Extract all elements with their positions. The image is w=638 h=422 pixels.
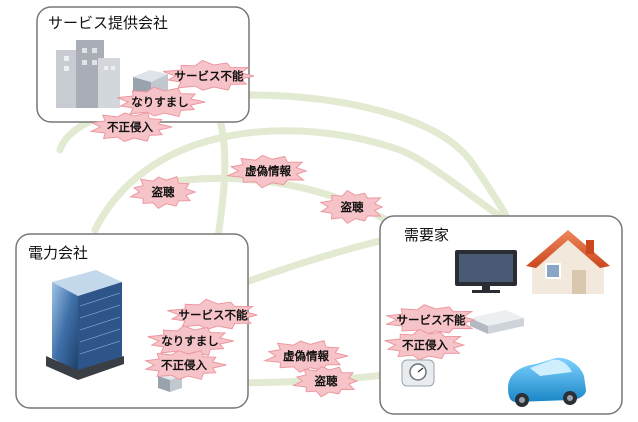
smart-meter-icon: [401, 359, 435, 387]
electric-car-icon: [508, 357, 586, 407]
burst-shape: [319, 189, 384, 224]
city-buildings-icon: [56, 40, 120, 108]
threat-label: 不正侵入: [402, 338, 448, 352]
threat-false-information: 虚偽情報: [225, 154, 308, 189]
threat-label: 不正侵入: [107, 120, 153, 134]
threat-label: 不正侵入: [161, 358, 207, 372]
burst-shape: [384, 328, 466, 361]
threat-eavesdrop: 盗聴: [319, 189, 384, 224]
consumer-title: 需要家: [404, 226, 449, 244]
television-icon: [455, 250, 517, 293]
burst-shape: [167, 298, 258, 330]
burst-shape: [225, 154, 308, 189]
threat-service-outage: サービス不能: [384, 304, 476, 337]
burst-shape: [144, 350, 227, 380]
burst-shape: [147, 325, 234, 356]
threat-eavesdrop: 盗聴: [291, 366, 359, 398]
threat-label: サービス不能: [179, 308, 248, 322]
threat-label: サービス不能: [397, 313, 466, 327]
set-top-box-icon: [470, 310, 524, 334]
threat-bursts: サービス不能 なりすまし 不正侵入 盗聴 虚偽情報 盗聴 サービス不能 なりすま…: [89, 59, 476, 398]
threat-label: サービス不能: [175, 69, 244, 83]
consumer-box: 需要家: [379, 215, 623, 415]
threat-label: なりすまし: [131, 95, 189, 109]
threat-intrusion: 不正侵入: [384, 328, 466, 361]
glass-office-building-icon: [46, 270, 124, 380]
threat-service-outage: サービス不能: [167, 298, 258, 330]
threat-false-information: 虚偽情報: [262, 339, 349, 373]
burst-shape: [89, 111, 173, 143]
threat-intrusion: 不正侵入: [144, 350, 227, 380]
burst-shape: [163, 59, 255, 91]
threat-eavesdrop: 盗聴: [129, 176, 197, 210]
burst-shape: [129, 176, 197, 210]
burst-shape: [117, 86, 206, 118]
threat-label: 虚偽情報: [283, 349, 329, 363]
service-provider-box: サービス提供会社: [36, 6, 250, 123]
threat-label: 盗聴: [152, 185, 175, 199]
threat-label: 盗聴: [341, 200, 364, 214]
threat-spoofing: なりすまし: [117, 86, 206, 118]
threat-label: なりすまし: [161, 334, 219, 348]
threat-intrusion: 不正侵入: [89, 111, 173, 143]
threat-label: 盗聴: [315, 374, 338, 388]
burst-shape: [291, 366, 359, 398]
threat-spoofing: なりすまし: [147, 325, 234, 356]
burst-shape: [384, 304, 476, 337]
service-provider-title: サービス提供会社: [48, 14, 168, 32]
threat-label: 虚偽情報: [245, 164, 291, 178]
power-company-title: 電力会社: [28, 244, 88, 262]
house-icon: [526, 230, 610, 294]
threat-service-outage: サービス不能: [163, 59, 255, 91]
